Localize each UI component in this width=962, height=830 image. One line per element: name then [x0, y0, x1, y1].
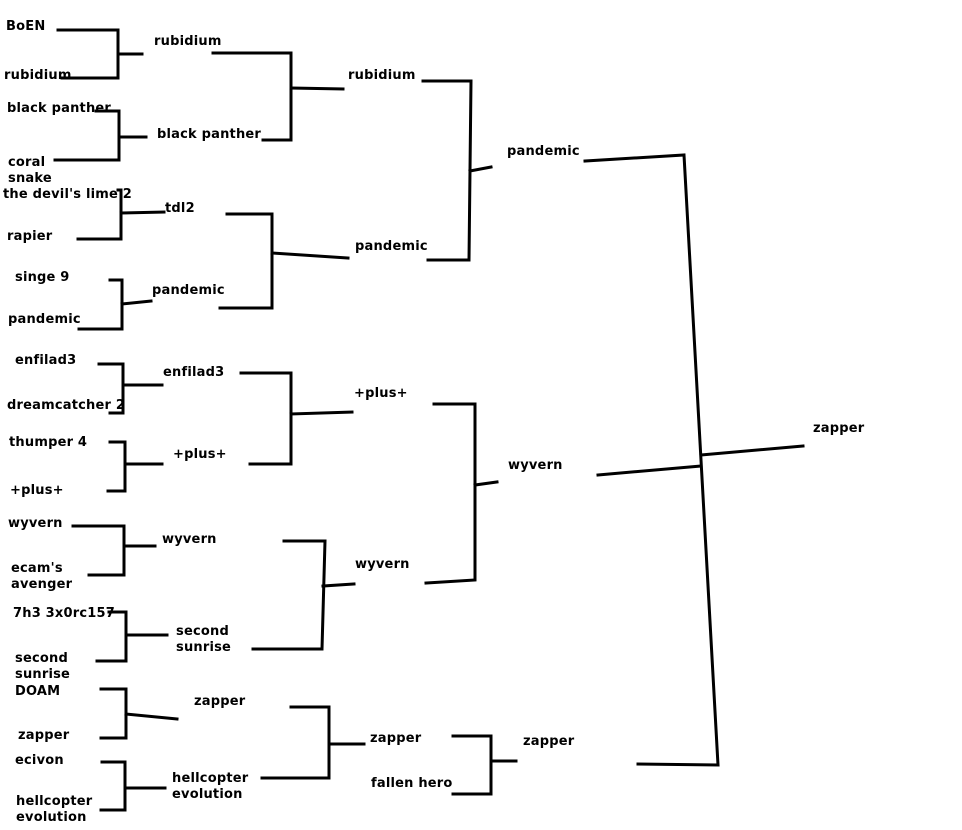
r2-player-label: +plus+ [173, 447, 227, 462]
r1-player-label: zapper [18, 728, 70, 743]
bracket-r2-m4 [251, 539, 327, 651]
connector-r2-m2 [270, 251, 350, 260]
r1-player-label: wyvern [8, 516, 63, 531]
connector-r3-m1 [468, 165, 493, 173]
r2-player-label: second sunrise [176, 624, 232, 655]
r1-player-label: black panther [7, 101, 112, 116]
connector-r1-m3 [119, 210, 166, 215]
connector-r3-m2 [473, 480, 499, 487]
r1-player-label: coral snake [8, 155, 52, 186]
r1-player-label: the devil's lime 2 [3, 187, 133, 202]
r2-player-label: pandemic [152, 283, 225, 298]
connector-r2-m3 [289, 410, 354, 416]
r1-player-label: hellcopter evolution [16, 794, 93, 825]
champion-label: zapper [813, 421, 865, 436]
r1-player-label: rapier [7, 229, 53, 244]
r1-player-label: pandemic [8, 312, 81, 327]
connector-r1-m9 [124, 712, 179, 721]
r2-player-label: tdl2 [165, 201, 195, 216]
r2-player-label: enfilad3 [163, 365, 225, 380]
bracket-r2-m3 [239, 371, 293, 466]
connector-r2-m1 [289, 86, 345, 91]
bracket-r2-m1 [211, 51, 293, 142]
r2-player-label: hellcopter evolution [172, 771, 249, 802]
connector-r1-m4 [120, 299, 153, 306]
r2-player-label: zapper [194, 694, 246, 709]
r1-player-label: thumper 4 [9, 435, 88, 450]
r3-player-label: wyvern [355, 557, 410, 572]
bracket-r1-m4 [77, 278, 124, 331]
bracket-final [583, 153, 720, 767]
bracket-r3-m1 [421, 79, 473, 262]
r3-player-label: pandemic [355, 239, 428, 254]
r1-player-label: 7h3 3x0rc157 [13, 606, 116, 621]
r1-player-label: enfilad3 [15, 353, 77, 368]
bracket-r2-m5 [260, 705, 331, 780]
r3-player-label: +plus+ [354, 386, 408, 401]
r4-player-label: zapper [523, 734, 575, 749]
r2-player-label: rubidium [154, 34, 222, 49]
bracket-r1-m5 [97, 362, 125, 415]
bracket-r3-m2 [424, 402, 477, 585]
r1-player-label: singe 9 [15, 270, 70, 285]
bracket-r1-m2 [53, 109, 121, 162]
r3-player-label: rubidium [348, 68, 416, 83]
r3-player-label: zapper [370, 731, 422, 746]
bracket-r2-m2 [218, 212, 274, 310]
connector-final-champion [699, 444, 805, 457]
r1-player-label: ecivon [15, 753, 64, 768]
bracket-r1-m10 [99, 760, 127, 812]
r1-player-label: second sunrise [15, 651, 71, 682]
bracket-r1-m7 [71, 524, 126, 577]
r2-player-label: black panther [157, 127, 262, 142]
r4-player-label: pandemic [507, 144, 580, 159]
bracket-r3-m3 [451, 734, 493, 796]
r2-player-label: wyvern [162, 532, 217, 547]
bracket-r1-m6 [106, 440, 127, 493]
r3-player-label: fallen hero [371, 776, 453, 791]
r1-player-label: rubidium [4, 68, 72, 83]
connector-r2-m4 [321, 582, 356, 588]
r1-player-label: BoEN [6, 19, 46, 34]
r1-player-label: dreamcatcher 2 [7, 398, 126, 413]
r4-player-label: wyvern [508, 458, 563, 473]
bracket-r1-m9 [99, 687, 128, 740]
r1-player-label: DOAM [15, 684, 61, 699]
r1-player-label: ecam's avenger [11, 561, 73, 592]
r1-player-label: +plus+ [10, 483, 64, 498]
connector-final-wyvern [596, 464, 703, 477]
